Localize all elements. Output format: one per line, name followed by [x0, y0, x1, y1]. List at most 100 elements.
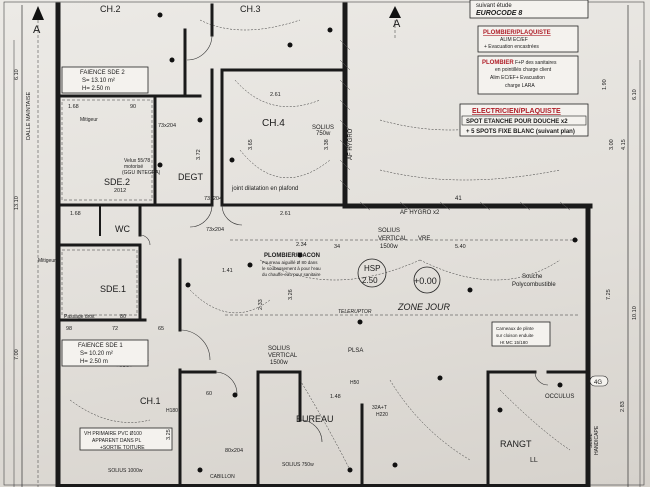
dim-190: 1.90 — [602, 79, 608, 90]
mitigeur-sde1: Mitigeur — [38, 258, 56, 264]
note-plombier-plaquiste-l1: ALIM EC/EF — [500, 37, 528, 43]
panel-note-l2: sur cloison enduite — [496, 333, 534, 338]
af-hygro-label: AF HYGRO — [348, 128, 354, 160]
plsa-label: PLSA — [348, 348, 363, 354]
room-ch2: CH.2 — [100, 4, 121, 14]
section-arrow-left — [32, 6, 44, 20]
plombier-macon-l1: Fourreau aiguillé Ø 80 dans — [262, 260, 318, 265]
room-ch4: CH.4 — [262, 118, 285, 129]
note-electricien-frame — [461, 115, 587, 126]
note-electricien-l2: + 5 SPOTS FIXE BLANC (suivant plan) — [466, 129, 575, 135]
dimensions: 1.68 90 2.61 2.61 2.34 5.40 1.68 1.48 3.… — [66, 92, 466, 454]
dim-98: 98 — [66, 326, 72, 332]
velux-motor: motorisé — [124, 164, 143, 170]
dim-365: 3.65 — [248, 139, 254, 150]
ll-label: LL — [530, 457, 538, 464]
dim-80x204: 80x204 — [225, 448, 243, 454]
dim-148: 1.48 — [330, 394, 341, 400]
note-plombier-sanitaires — [477, 55, 579, 95]
dim-65: 65 — [158, 326, 164, 332]
dim-73x204b: 73x204 — [206, 227, 224, 233]
plombier-macon-l3: du chauffe-eau pour sanitaire — [262, 272, 321, 277]
faience-sde2-s: S= 13.10 m² — [82, 78, 115, 84]
dim-90a: 90 — [130, 104, 136, 110]
plombier-macon-title: PLOMBIER/MACON — [264, 253, 320, 259]
dim-540: 5.40 — [455, 244, 466, 250]
note-plombier-plaquiste-l2: + Evacuation encastrées — [484, 44, 539, 50]
dim-725: 7.25 — [606, 289, 612, 300]
h180-label: H180 — [166, 408, 178, 414]
dim-60: 60 — [206, 391, 212, 397]
room-degt: DEGT — [178, 172, 204, 182]
solius-vertical-bot-1: SOLIUS — [268, 346, 290, 352]
dim-325: 3.25 — [166, 429, 172, 440]
dim-415: 4.15 — [621, 139, 627, 150]
solius-750-label: SOLIUS 750w — [282, 462, 314, 468]
room-rangt: RANGT — [500, 439, 532, 449]
wall-hatch — [339, 39, 571, 211]
dim-234: 2.34 — [296, 242, 307, 248]
eurocode-label: EUROCODE 8 — [476, 10, 522, 17]
study-note: suivant étude — [476, 3, 512, 9]
solius-vertical-bot-3: 1500w — [270, 360, 288, 366]
af-hygro-x2-label: AF HYGRO x2 — [400, 210, 440, 216]
handicape-label: HANDICAPE — [594, 425, 600, 455]
section-arrow-right — [389, 6, 401, 18]
section-label-right: A — [393, 18, 401, 30]
faience-sde1-s: S= 10.20 m² — [80, 351, 113, 357]
vmc-note-box — [79, 427, 173, 451]
velux-integra: (GGU INTEGRA) — [122, 170, 161, 176]
solius-ch4-watts: 750w — [316, 131, 331, 137]
room-ch1: CH.1 — [140, 396, 161, 406]
cabillon-label: CABILLON — [210, 474, 235, 480]
panel-note-l3: Ht MC 15/180 — [500, 340, 528, 345]
occulus-label: OCCULUS — [545, 394, 574, 400]
panel-note-l1: Carneaux de plinte — [496, 326, 534, 331]
marker-4g-frame — [589, 375, 609, 387]
dim-283: 2.83 — [620, 401, 626, 412]
polycombustible-label: Polycombustible — [512, 282, 556, 288]
dim-338: 3.38 — [324, 139, 330, 150]
note-plombier-sanitaires-l4: charge LARA — [505, 83, 535, 89]
room-ch3: CH.3 — [240, 4, 261, 14]
seuil-label: SEUIL — [588, 433, 594, 448]
velux-label: Velux 55/78 — [124, 158, 150, 164]
dim-2012: 2012 — [114, 188, 126, 194]
passage-droit-label: Passage droit — [64, 314, 95, 320]
hsp-circle — [357, 258, 387, 288]
note-plombier-plaquiste — [477, 25, 579, 53]
room-sde2: SDE.2 — [104, 177, 130, 187]
h220-label: H220 — [376, 412, 388, 418]
marker-4g: 4G — [594, 380, 602, 386]
note-plombier-sanitaires-title: PLOMBIER — [482, 60, 514, 66]
sde1-tile-zone — [61, 249, 138, 316]
dim-34: 34 — [334, 244, 340, 250]
dim-73x204a: 73x204 — [204, 196, 222, 202]
vre-label: VRE — [418, 236, 430, 242]
panel-note-box — [491, 321, 551, 347]
room-wc: WC — [115, 224, 130, 234]
level-value: +0.00 — [414, 276, 437, 286]
door-swings — [139, 34, 549, 443]
sde2-tile-zone — [61, 99, 153, 201]
dalle-maintaise: DALLE MAINTAISE — [26, 91, 32, 140]
solius-vertical-bot-2: VERTICAL — [268, 353, 298, 359]
dim-168b: 1.68 — [70, 211, 81, 217]
dim-168a: 1.68 — [68, 104, 79, 110]
note-electricien-l1: SPOT ETANCHE POUR DOUCHE x2 — [466, 119, 568, 125]
dim-72: 72 — [112, 326, 118, 332]
h50-label: H50 — [350, 380, 359, 386]
dim-372: 3.72 — [196, 149, 202, 160]
solius-vertical-top-2: VERTICAL — [378, 236, 408, 242]
dim-80: 80 — [120, 314, 126, 320]
faience-sde1-title: FAIENCE SDE 1 — [78, 343, 123, 349]
room-zone-jour: ZONE JOUR — [397, 302, 451, 312]
plombier-macon-l2: le soubassement à pour l'eau — [262, 266, 321, 271]
room-sde1: SDE.1 — [100, 284, 126, 294]
solius-vertical-top-3: 1500w — [380, 244, 398, 250]
hsp-label: HSP — [364, 264, 380, 273]
dim-261a: 2.61 — [270, 92, 281, 98]
teleruptor-label: TELERUPTOR — [338, 309, 372, 315]
